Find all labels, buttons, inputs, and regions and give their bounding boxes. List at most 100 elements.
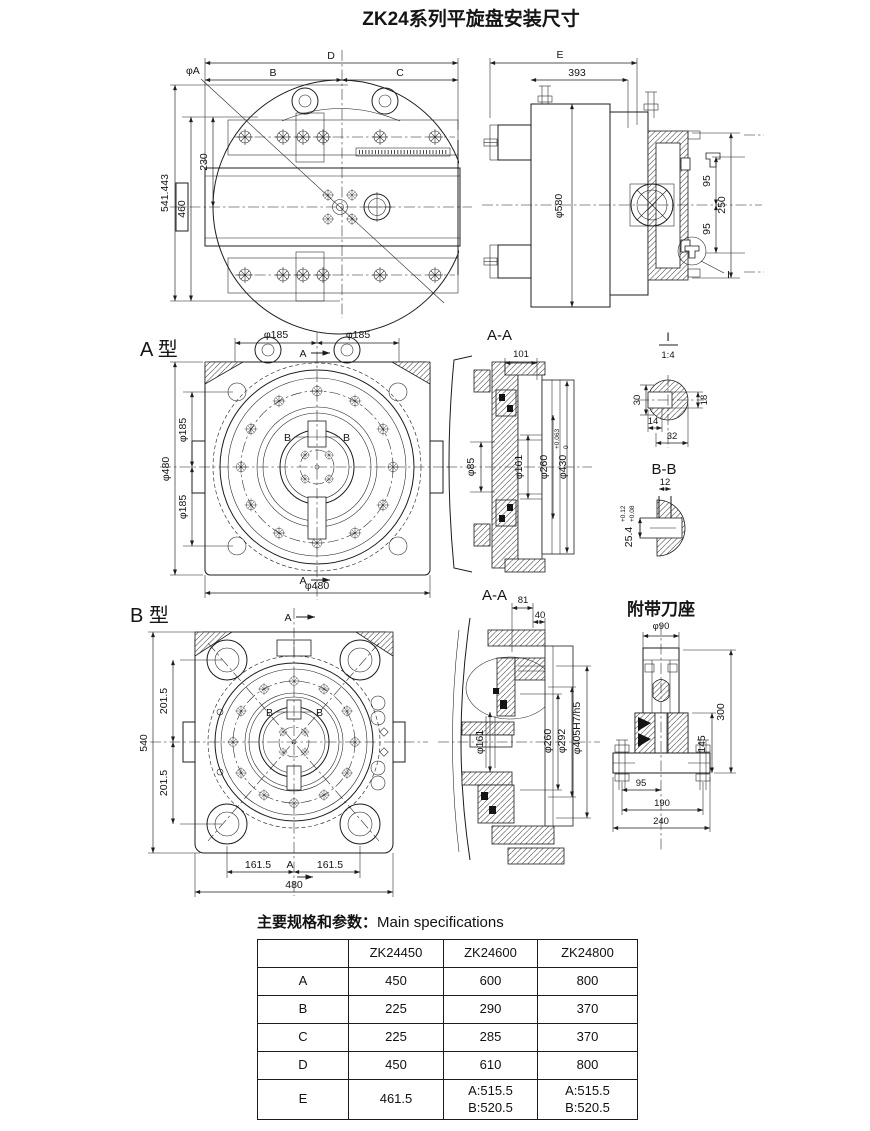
section-aa1-view: A-A 101 φ85 φ161 φ260 φ430 — [446, 327, 592, 573]
marker-a-top-2: A — [284, 612, 291, 624]
type-b-label: B 型 — [130, 604, 169, 627]
dim-label-260-2: φ260 — [542, 729, 554, 753]
section-aa2-view: A-A 81 40 φ161 — [438, 587, 600, 865]
detail-i-scale: 1:4 — [661, 350, 674, 361]
dim-label-230: 230 — [198, 153, 210, 171]
dim-label-580: φ580 — [553, 194, 565, 218]
dim-label-d: D — [327, 50, 335, 62]
svg-text:+0.08: +0.08 — [629, 505, 636, 522]
detail-i-circle — [677, 236, 707, 266]
value-cell: 290 — [443, 995, 538, 1024]
dim-label-101: 101 — [513, 349, 529, 360]
dim-label-145: 145 — [696, 735, 708, 753]
value-cell: A:515.5 B:520.5 — [443, 1079, 538, 1120]
param-cell: C — [257, 1023, 349, 1052]
page-title: ZK24系列平旋盘安装尺寸 — [362, 7, 579, 30]
value-cell: 225 — [348, 1023, 444, 1052]
dim-label-30: 30 — [632, 395, 643, 406]
dim-label-1615-left: 161.5 — [245, 859, 271, 871]
dim-label-32: 32 — [667, 431, 678, 442]
table-row: C 225 285 370 — [257, 1023, 638, 1052]
marker-a-top: A — [299, 348, 306, 360]
dim-label-2015-upper: 201.5 — [158, 688, 170, 714]
marker-b-right-2: B — [316, 707, 323, 719]
dim-label-185-upper: φ185 — [177, 418, 189, 442]
marker-a-bottom-2: A — [286, 859, 293, 871]
section-bb-title: B-B — [651, 461, 676, 478]
svg-text:+0.063: +0.063 — [554, 429, 561, 449]
dim-label-95-top: 95 — [701, 175, 713, 187]
specifications-section: 主要规格和参数：Main specifications ZK24450 ZK24… — [257, 911, 647, 1120]
dim-label-480-left: φ480 — [160, 457, 172, 481]
marker-b-right: B — [343, 432, 350, 444]
dim-label-95-bottom: 95 — [701, 223, 713, 235]
dim-label-85: φ85 — [465, 458, 477, 477]
dim-label-250: 250 — [716, 196, 728, 214]
dim-label-541: 541.443 — [159, 174, 171, 212]
value-cell: 285 — [443, 1023, 538, 1052]
dim-label-phi-a: φA — [186, 65, 200, 77]
tool-holder-view: 附带刀座 φ90 3 — [612, 599, 736, 850]
table-caption-zh: 主要规格和参数： — [257, 914, 378, 931]
value-cell: 225 — [348, 995, 444, 1024]
dim-label-190: 190 — [654, 798, 670, 809]
dim-label-405: φ405H7/h5 — [571, 702, 583, 755]
svg-text:φ430: φ430 — [557, 455, 569, 479]
value-cell: 800 — [537, 967, 638, 996]
param-cell: D — [257, 1051, 349, 1080]
marker-b-left-2: B — [266, 707, 273, 719]
dim-label-1615-right: 161.5 — [317, 859, 343, 871]
dim-label-240: 240 — [653, 816, 669, 827]
dim-label-460: 460 — [176, 200, 188, 218]
value-cell: 800 — [537, 1051, 638, 1080]
top-stud-right — [643, 91, 659, 118]
section-bb-view: B-B 12 25.4 +0.12 +0.08 — [620, 461, 686, 557]
side-view: I E 393 φ580 95 95 250 — [482, 49, 764, 308]
svg-text:+0.12: +0.12 — [620, 505, 627, 522]
dim-label-18: 18 — [699, 395, 710, 406]
dim-label-292: φ292 — [556, 729, 568, 753]
dim-label-e: E — [556, 49, 563, 61]
value-cell: 450 — [348, 967, 444, 996]
type-a-label: A 型 — [140, 338, 178, 361]
t-slot-icon — [705, 152, 721, 168]
dim-label-254-group: 25.4 +0.12 +0.08 — [620, 505, 636, 547]
main-specifications-table: ZK24450 ZK24600 ZK24800 A 450 600 800 B … — [257, 939, 638, 1120]
table-row: E 461.5 A:515.5 B:520.5 A:515.5 B:520.5 — [257, 1079, 638, 1120]
value-cell: 370 — [537, 1023, 638, 1052]
dim-label-300: 300 — [715, 703, 727, 721]
section-aa2-title: A-A — [482, 587, 507, 604]
dim-label-95: 95 — [636, 778, 647, 789]
dim-label-430-group: φ430 +0.063 0 — [554, 429, 570, 480]
dim-label-260: φ260 — [538, 455, 550, 479]
tool-holder-title: 附带刀座 — [627, 599, 695, 619]
detail-i-title: I — [666, 330, 669, 344]
dim-label-c: C — [396, 67, 404, 79]
type-b-view: B 型 — [130, 604, 428, 897]
dim-label-40: 40 — [535, 610, 546, 621]
foundation-bolt-left — [614, 739, 630, 790]
dim-label-161-2: φ161 — [474, 730, 486, 754]
marker-b-left: B — [284, 432, 291, 444]
header-cell-zk24600: ZK24600 — [443, 939, 538, 968]
svg-text:0: 0 — [563, 445, 570, 449]
section-aa1-title: A-A — [487, 327, 512, 344]
dim-label-480-bottom: φ480 — [305, 580, 329, 592]
svg-text:25.4: 25.4 — [623, 527, 635, 548]
table-row: D 450 610 800 — [257, 1051, 638, 1080]
param-cell: E — [257, 1079, 349, 1120]
dim-label-2015-lower: 201.5 — [158, 770, 170, 796]
dim-label-540: 540 — [138, 734, 150, 752]
table-caption: 主要规格和参数：Main specifications — [257, 911, 647, 932]
dim-label-12: 12 — [660, 477, 671, 488]
type-a-view: A 型 B B — [140, 329, 452, 600]
detail-i-view: I 1:4 30 18 14 32 — [632, 330, 710, 448]
dim-label-14: 14 — [648, 416, 659, 427]
table-header-row: ZK24450 ZK24600 ZK24800 — [257, 939, 638, 968]
param-cell: B — [257, 995, 349, 1024]
dim-label-480-b: 480 — [285, 879, 303, 891]
header-cell-zk24450: ZK24450 — [348, 939, 444, 968]
param-cell: A — [257, 967, 349, 996]
dim-label-185-lower: φ185 — [177, 495, 189, 519]
